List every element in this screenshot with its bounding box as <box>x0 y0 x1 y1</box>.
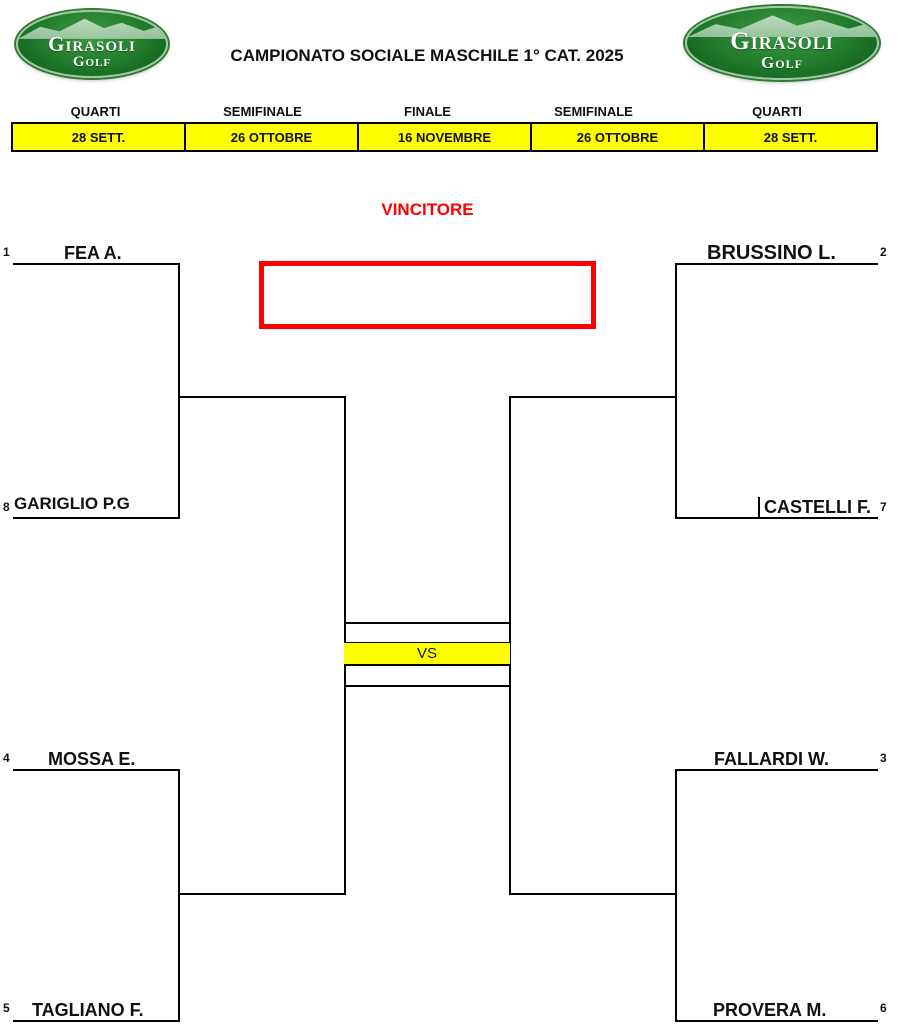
player-name: FALLARDI W. <box>714 749 829 769</box>
date-finale: 16 NOVEMBRE <box>359 124 532 150</box>
bracket-line <box>178 396 346 398</box>
bracket-line <box>178 893 346 895</box>
seed-number: 3 <box>880 751 887 765</box>
bracket-line <box>758 497 760 517</box>
winner-label: VINCITORE <box>381 200 474 219</box>
round-label-quarti-right: QUARTI <box>752 104 802 119</box>
bracket-line <box>13 1020 180 1022</box>
logo-text-line1: Girasoli <box>730 28 834 55</box>
seed-number: 1 <box>3 245 10 259</box>
round-label-quarti-left: QUARTI <box>70 104 121 119</box>
date-quarti-right: 28 SETT. <box>705 124 876 150</box>
player-name: PROVERA M. <box>713 1000 827 1020</box>
seed-number: 7 <box>880 500 887 514</box>
bracket-line <box>13 517 180 519</box>
bracket-line <box>675 517 878 519</box>
bracket-line <box>675 769 677 1022</box>
bracket-line <box>675 1020 878 1022</box>
bracket-line <box>675 263 878 265</box>
logo-text-line2: Golf <box>761 53 803 72</box>
bracket-line <box>509 396 511 895</box>
winner-box <box>259 261 596 329</box>
final-line-bottom <box>344 685 511 687</box>
player-name: TAGLIANO F. <box>32 1000 144 1020</box>
round-dates-bar: 28 SETT. 26 OTTOBRE 16 NOVEMBRE 26 OTTOB… <box>11 122 878 152</box>
date-semifinale-left: 26 OTTOBRE <box>186 124 359 150</box>
round-label-semifinale-right: SEMIFINALE <box>554 104 633 119</box>
bracket-line <box>509 893 677 895</box>
player-name: GARIGLIO P.G <box>14 494 130 513</box>
round-label-finale: FINALE <box>404 104 451 119</box>
girasoli-golf-logo-right: Girasoli Golf <box>685 6 879 80</box>
bracket-line <box>675 769 878 771</box>
seed-number: 5 <box>3 1001 10 1015</box>
player-name: FEA A. <box>64 243 122 263</box>
round-label-semifinale-left: SEMIFINALE <box>223 104 302 119</box>
bracket-line <box>13 769 180 771</box>
final-line-mid-bottom <box>344 664 511 666</box>
vs-label: VS <box>344 643 510 664</box>
bracket-line <box>178 263 180 519</box>
logo-text-line2: Golf <box>72 54 112 70</box>
bracket-line <box>13 263 180 265</box>
bracket-line <box>178 769 180 1022</box>
player-name: BRUSSINO L. <box>707 242 836 264</box>
seed-number: 6 <box>880 1001 887 1015</box>
seed-number: 4 <box>3 751 10 765</box>
final-line-top <box>344 622 511 624</box>
date-quarti-left: 28 SETT. <box>13 124 186 150</box>
bracket-line <box>675 263 677 519</box>
date-semifinale-right: 26 OTTOBRE <box>532 124 705 150</box>
girasoli-golf-logo-left: Girasoli Golf <box>16 10 168 78</box>
seed-number: 2 <box>880 245 887 259</box>
logo-text-line1: Girasoli <box>48 32 136 56</box>
bracket-line <box>509 396 677 398</box>
seed-number: 8 <box>3 500 10 514</box>
page-title: CAMPIONATO SOCIALE MASCHILE 1° CAT. 2025 <box>230 46 624 65</box>
player-name: CASTELLI F. <box>764 497 871 517</box>
player-name: MOSSA E. <box>48 749 136 769</box>
